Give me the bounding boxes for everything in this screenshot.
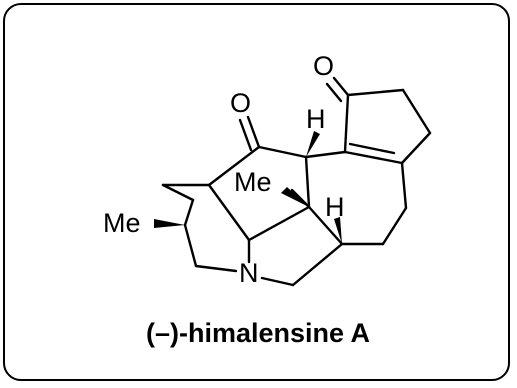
bond-c4-c5-double bbox=[343, 150, 404, 165]
stereo-hydrogen-lower: H bbox=[325, 192, 345, 222]
wedge-bonds bbox=[154, 131, 342, 244]
bond-c13-c14 bbox=[161, 183, 195, 202]
bond-c16-c17 bbox=[183, 223, 198, 268]
bond-c4-c5-double-inner bbox=[348, 142, 396, 155]
bond-co-left-b bbox=[238, 118, 253, 152]
bond-co-left-a bbox=[246, 115, 261, 149]
nitrogen-atom: N bbox=[239, 258, 259, 288]
methyl-bridgehead: Me bbox=[234, 167, 272, 197]
bond-c12-c15 bbox=[207, 183, 251, 242]
bond-c4-c7 bbox=[400, 161, 408, 210]
bond-c10-me bbox=[290, 188, 311, 209]
bond-c14-c16 bbox=[183, 198, 195, 227]
bond-c18-c9 bbox=[291, 242, 344, 287]
bond-c9-c10 bbox=[307, 205, 344, 246]
bond-c5-c1 bbox=[343, 93, 350, 154]
bond-c3-c4 bbox=[400, 131, 432, 165]
bond-n-c18 bbox=[260, 276, 295, 287]
bond-c1-c2 bbox=[346, 88, 405, 97]
bond-co-right-b bbox=[325, 82, 343, 103]
bond-c6-c11 bbox=[257, 145, 308, 159]
bond-c6-c10 bbox=[304, 155, 311, 209]
wedge-h-top bbox=[306, 131, 320, 157]
bonds bbox=[161, 76, 432, 287]
bond-co-right-a bbox=[332, 76, 350, 97]
wedge-h-lower bbox=[334, 217, 342, 244]
stereo-hydrogen-top: H bbox=[306, 104, 326, 134]
bond-c5-c6 bbox=[304, 150, 347, 159]
wedge-me-left bbox=[154, 219, 185, 228]
structure-frame bbox=[3, 3, 510, 381]
compound-name: (–)-himalensine A bbox=[146, 318, 370, 348]
bond-c2-c3 bbox=[401, 88, 432, 135]
bond-c11-c12 bbox=[207, 145, 261, 187]
wedge-me-bridgehead bbox=[281, 187, 309, 207]
methyl-left: Me bbox=[103, 208, 141, 238]
ketone-oxygen-left: O bbox=[230, 88, 251, 118]
bond-c7-c8 bbox=[381, 206, 408, 246]
bond-c15-c10 bbox=[247, 205, 311, 242]
ketone-oxygen-right: O bbox=[313, 51, 334, 81]
bond-c17-n bbox=[194, 264, 238, 273]
